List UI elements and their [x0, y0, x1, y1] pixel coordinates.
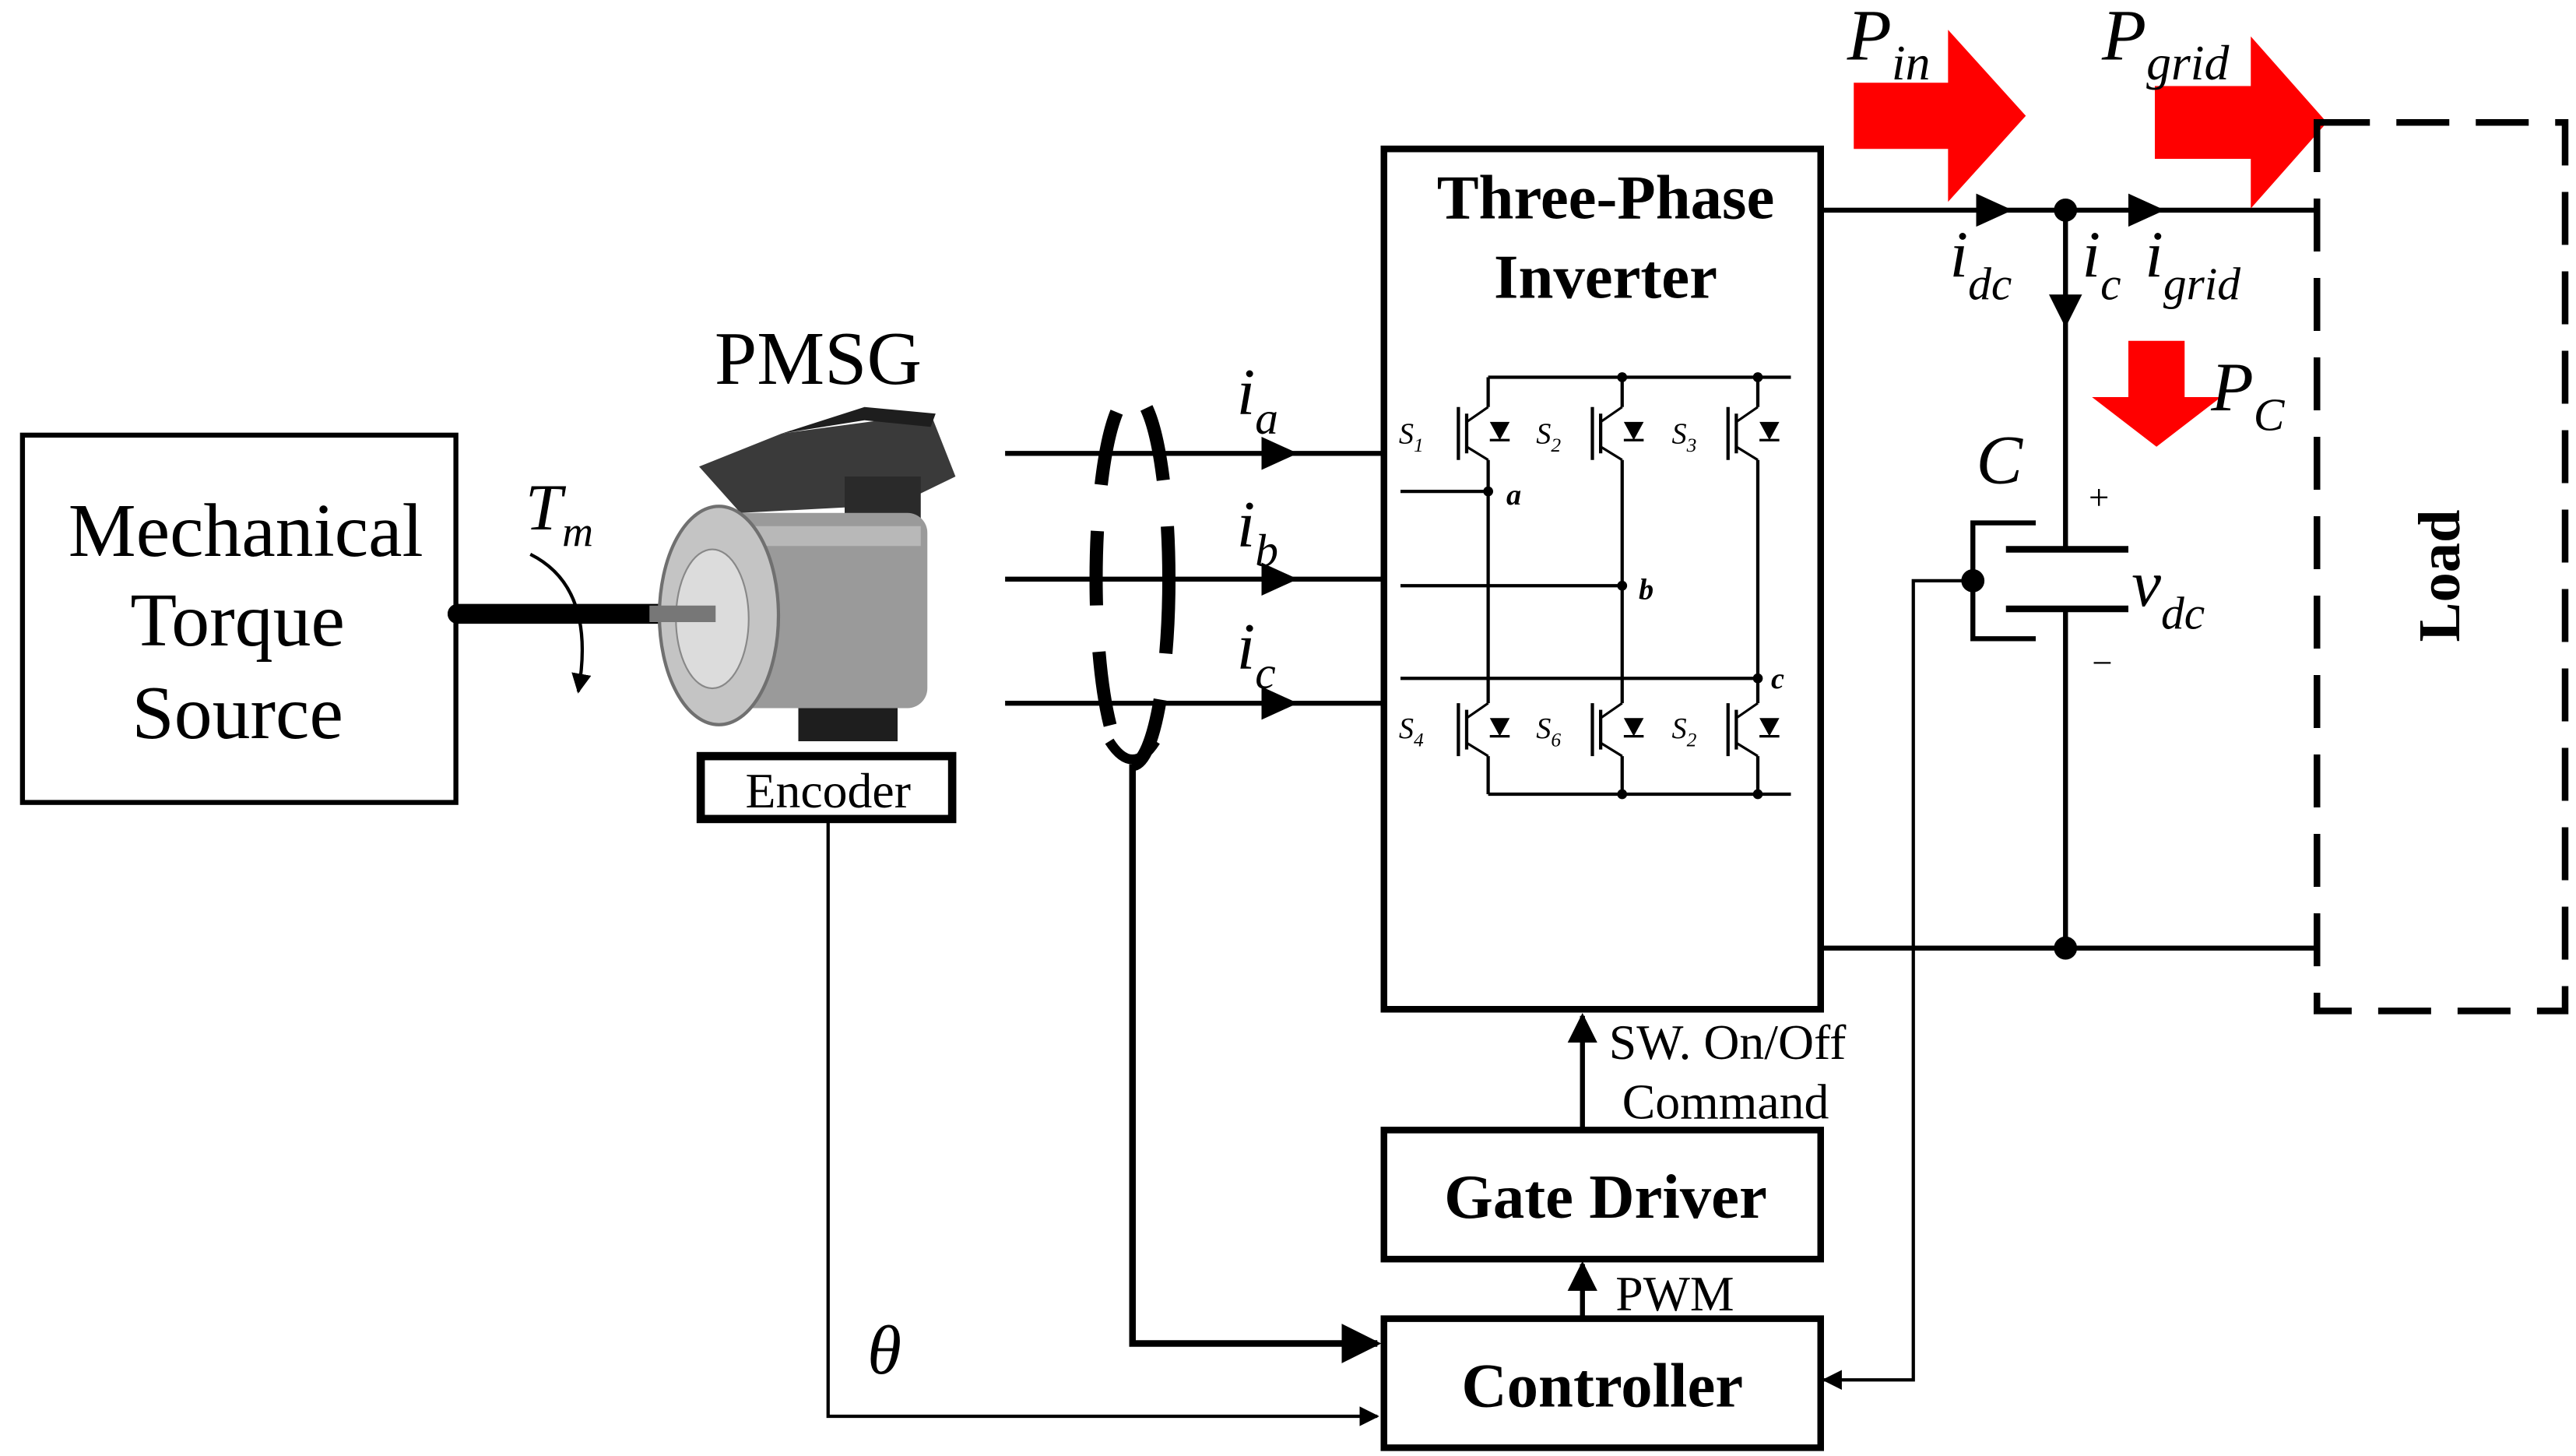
controller-block: Controller — [1380, 1315, 1824, 1451]
pc-label: PC — [2210, 349, 2286, 441]
pc-power-arrow — [2092, 340, 2221, 447]
theta-signal-line — [826, 822, 1379, 1426]
capacitor-label: C — [1977, 422, 2024, 499]
theta-label: θ — [867, 1312, 901, 1389]
torque-source-block: Mechanical Torque Source — [19, 432, 459, 805]
node-b-label: b — [1639, 573, 1653, 606]
plus-sign: + — [2089, 478, 2109, 519]
vdc-label: vdc — [2131, 547, 2205, 639]
pgrid-power-arrow — [2155, 36, 2327, 209]
svg-text:S2: S2 — [1672, 712, 1697, 751]
load-label: Load — [2406, 509, 2472, 642]
svg-text:S3: S3 — [1672, 418, 1697, 457]
shaft-end-dot — [448, 603, 468, 624]
svg-text:S2: S2 — [1536, 418, 1561, 457]
motor-foot — [798, 708, 898, 741]
pmsg-label: PMSG — [715, 317, 922, 401]
gate-driver-label: Gate Driver — [1444, 1162, 1767, 1232]
encoder-block: Encoder — [696, 751, 957, 824]
switch-s2-top: S2 — [1536, 406, 1649, 462]
ia-label: ia — [1237, 355, 1278, 444]
switch-s6: S6 — [1536, 702, 1649, 758]
phase-lines — [1005, 437, 1381, 720]
pwm-label: PWM — [1615, 1266, 1734, 1321]
inverter-block: Three-Phase Inverter a b c S1 — [1380, 146, 1824, 1013]
igrid-label: igrid — [2145, 218, 2240, 310]
idc-label: idc — [1950, 218, 2012, 310]
node-c-label: c — [1771, 663, 1784, 695]
switch-s1: S1 — [1399, 406, 1515, 462]
gate-driver-block: Gate Driver — [1380, 1127, 1824, 1263]
encoder-label: Encoder — [746, 763, 911, 818]
load-block: Load — [2314, 119, 2569, 1015]
ic-cap-label: ic — [2082, 218, 2121, 310]
torque-rotation-arrow — [529, 552, 592, 694]
sw-command-line-1: SW. On/Off — [1609, 1015, 1847, 1070]
dc-bus — [1820, 193, 2318, 960]
inverter-title-line-2: Inverter — [1494, 243, 1717, 312]
switch-s3: S3 — [1672, 406, 1784, 462]
pin-power-arrow — [1854, 30, 2026, 202]
svg-text:S1: S1 — [1399, 418, 1424, 457]
node-a-label: a — [1506, 479, 1521, 512]
minus-sign: − — [2092, 643, 2112, 684]
sw-command-line-2: Command — [1622, 1074, 1829, 1130]
svg-text:S4: S4 — [1399, 712, 1424, 751]
current-feedback-line — [1129, 764, 1382, 1363]
torque-source-line-1: Mechanical — [69, 489, 423, 573]
ib-label: ib — [1237, 487, 1278, 576]
svg-text:S6: S6 — [1536, 712, 1561, 751]
pmsg-motor: PMSG — [649, 317, 956, 741]
pin-label: Pin — [1847, 0, 1931, 90]
switch-s2-bottom: S2 — [1672, 702, 1784, 758]
vdc-feedback-line — [1822, 579, 1973, 1390]
torque-label: Tm — [525, 471, 593, 555]
torque-source-line-2: Torque — [130, 579, 344, 663]
ic-phase-label: ic — [1237, 610, 1276, 699]
inverter-title-line-1: Three-Phase — [1437, 164, 1775, 233]
pgrid-label: Pgrid — [2101, 0, 2230, 90]
controller-label: Controller — [1461, 1351, 1743, 1420]
switch-s4: S4 — [1399, 702, 1515, 758]
torque-source-line-3: Source — [132, 671, 343, 755]
